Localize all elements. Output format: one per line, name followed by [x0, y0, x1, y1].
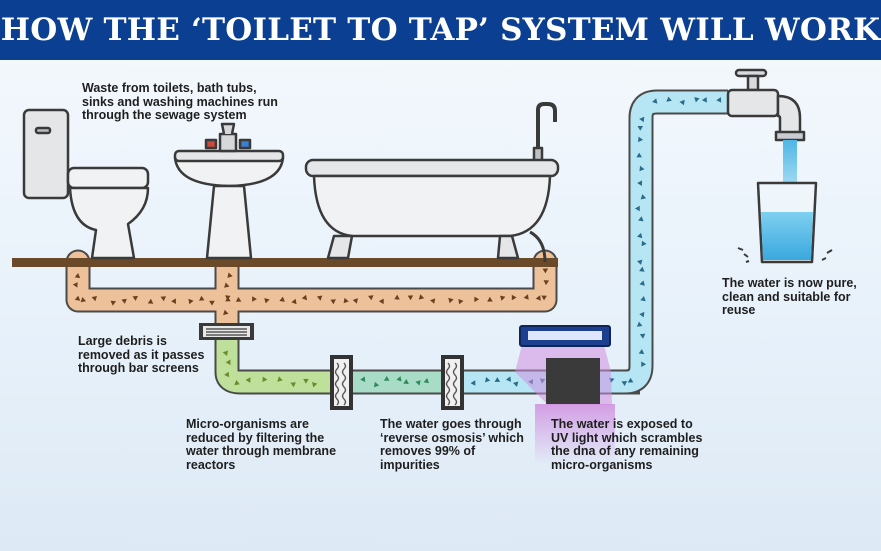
sewage-pipes	[78, 262, 545, 330]
tap-icon	[728, 70, 804, 140]
clean-water-pipe	[600, 102, 728, 382]
reverse-osmosis-filter-icon	[441, 355, 464, 410]
membrane-filter-icon	[330, 355, 353, 410]
caption-uv-light: The water is exposed to UV light which s…	[551, 418, 702, 472]
glass-icon	[738, 183, 832, 262]
floor-board	[12, 258, 558, 267]
caption-debris: Large debris is removed as it passes thr…	[78, 335, 204, 376]
caption-pure-water: The water is now pure, clean and suitabl…	[722, 277, 857, 318]
caption-micro-organisms: Micro-organisms are reduced by filtering…	[186, 418, 336, 472]
caption-reverse-osmosis: The water goes through ‘reverse osmosis’…	[380, 418, 524, 472]
toilet-icon	[24, 110, 148, 258]
caption-waste: Waste from toilets, bath tubs, sinks and…	[82, 82, 278, 123]
bar-screen-icon	[199, 323, 254, 340]
bathtub-icon	[306, 104, 558, 262]
sink-icon	[175, 124, 283, 258]
